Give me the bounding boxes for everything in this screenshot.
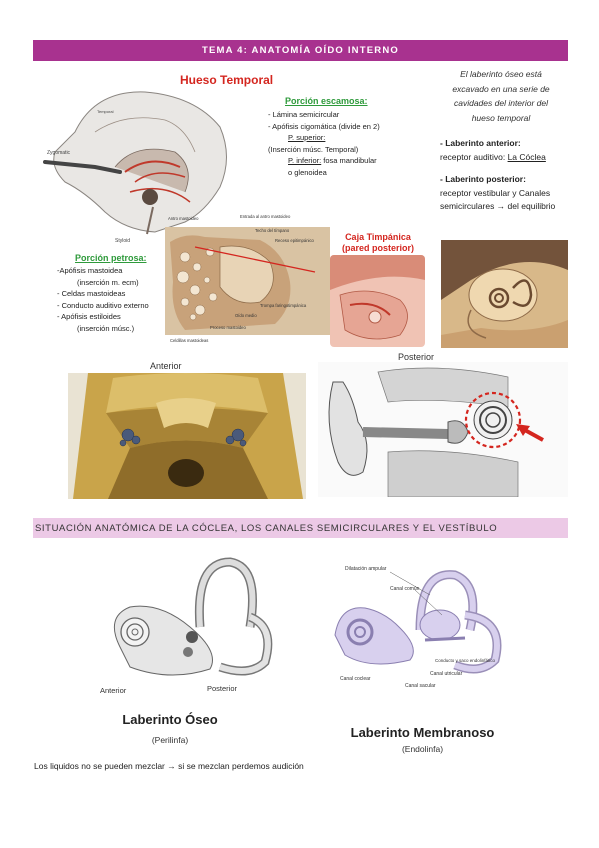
- label-proceso: Proceso mastoideo: [210, 325, 247, 330]
- memb-label-dilatacion: Dilatación ampular: [345, 566, 387, 572]
- page-title-banner: TEMA 4: ANATOMÍA OÍDO INTERNO: [33, 40, 568, 61]
- ear-coronal-figure: [318, 362, 568, 497]
- oseo-label-anterior: Anterior: [100, 686, 127, 695]
- laberinto-intro-note: El laberinto óseo está excavado en una s…: [452, 69, 550, 123]
- label-trompa: Trompa faringotimpánica: [260, 303, 307, 308]
- ear-figure-label: Posterior: [398, 352, 435, 362]
- caja-timpanica-figure: [330, 255, 425, 347]
- temporal-bone-title: Hueso Temporal: [180, 73, 274, 87]
- memb-label-utricular: Canal utricular: [430, 671, 463, 677]
- laberinto-oseo-sub: (Perilinfa): [151, 735, 189, 745]
- laberinto-membranoso-figure: Dilatación ampular Canal común Canal coc…: [330, 560, 520, 690]
- label-oido: Oído medio: [235, 313, 257, 318]
- laberinto-oseo-figure: [100, 557, 280, 687]
- label-entrada: Entrada al antro mastoideo: [240, 214, 291, 219]
- page-title: TEMA 4: ANATOMÍA OÍDO INTERNO: [201, 45, 399, 56]
- skull-label-zygomatic: Zygomatic: [47, 150, 71, 156]
- laberinto-anterior-note: - Laberinto anterior: receptor auditivo:…: [440, 137, 568, 164]
- footer-note: Los liquidos no se pueden mezclar → si s…: [34, 761, 304, 771]
- inferior-text: fosa mandibular: [321, 156, 377, 165]
- escamosa-item: - Apófisis cigomática (divide en 2): [268, 121, 380, 131]
- superior-label: P. superior:: [288, 133, 326, 142]
- escamosa-item: - Lámina semicircular: [268, 110, 340, 119]
- label-techo: Techo del tímpano: [255, 228, 290, 233]
- label-antro: Antro mastoideo: [168, 216, 199, 221]
- skull-label-styloid: Styloid: [115, 238, 130, 244]
- memb-label-canal-comun: Canal común: [390, 586, 420, 592]
- laberinto-oseo-caption: Laberinto Óseo: [122, 712, 218, 727]
- temporal-bone-figure: Temporal Zygomatic Styloid: [35, 72, 245, 247]
- escamosa-title: Porción escamosa:: [285, 96, 368, 106]
- label-celdillas: Celdillas mastoideas: [170, 338, 208, 343]
- inferior-text-2: o glenoidea: [288, 167, 327, 177]
- caja-timpanica-title: Caja Timpánica (pared posterior): [333, 232, 423, 254]
- caja-subtitle: (pared posterior): [341, 243, 414, 253]
- label-receso: Receso epitimpánico: [275, 238, 315, 243]
- laberinto-posterior-text: receptor vestibular y Canales semicircul…: [440, 187, 556, 212]
- petrosa-item: - Conducto auditivo externo: [57, 300, 149, 310]
- memb-label-sacular: Canal sacular: [405, 683, 436, 689]
- skull-base-figure: [68, 373, 306, 499]
- skull-base-label: Anterior: [150, 361, 182, 371]
- petrosa-list: -Apófisis mastoidea (inserción m. ecm) -…: [57, 265, 177, 334]
- section-title: SITUACIÓN ANATÓMICA DE LA CÓCLEA, LOS CA…: [35, 522, 498, 534]
- inferior-label: P. inferior:: [288, 156, 322, 165]
- petrosa-item: -Apófisis mastoidea: [57, 266, 123, 275]
- petrosa-item: - Celdas mastoideas: [57, 289, 126, 298]
- inner-ear-photo: [441, 240, 568, 348]
- caja-title: Caja Timpánica: [345, 232, 411, 242]
- oseo-label-posterior: Posterior: [207, 684, 238, 693]
- superior-text: (Inserción músc. Temporal): [268, 144, 359, 154]
- memb-label-canal-coclear: Canal coclear: [340, 676, 371, 682]
- section-title-banner: SITUACIÓN ANATÓMICA DE LA CÓCLEA, LOS CA…: [33, 518, 568, 538]
- escamosa-list: - Lámina semicircular - Apófisis cigomát…: [268, 109, 428, 178]
- petrosa-item: (inserción músc.): [77, 323, 135, 333]
- laberinto-posterior-note: - Laberinto posterior: receptor vestibul…: [440, 173, 568, 214]
- laberinto-membranoso-caption: Laberinto Membranoso: [350, 725, 495, 740]
- memb-label-conducto: Conducto y saco endolinfático: [435, 658, 496, 663]
- laberinto-anterior-text: receptor auditivo:: [440, 151, 508, 162]
- laberinto-anterior-heading: - Laberinto anterior:: [440, 138, 521, 148]
- skull-label-temporal: Temporal: [97, 109, 114, 114]
- mastoid-section-figure: Antro mastoideo Entrada al antro mastoid…: [165, 212, 333, 347]
- petrosa-item: (inserción m. ecm): [77, 277, 139, 287]
- laberinto-posterior-heading: - Laberinto posterior:: [440, 174, 526, 184]
- laberinto-membranoso-sub: (Endolinfa): [401, 744, 444, 754]
- petrosa-title: Porción petrosa:: [75, 253, 147, 263]
- petrosa-item: - Apófisis estiloides: [57, 312, 121, 321]
- coclea-link: La Cóclea: [507, 151, 546, 162]
